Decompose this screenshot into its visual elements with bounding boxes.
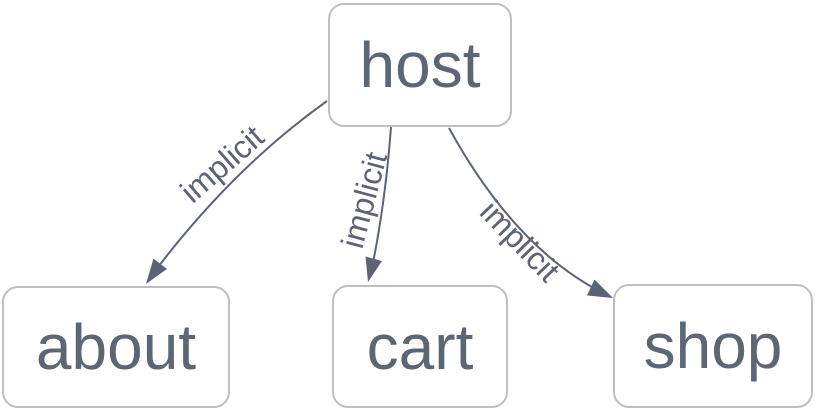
node-about-label: about: [35, 311, 197, 383]
node-host-label: host: [359, 29, 481, 101]
edge-label-host-cart: implicit: [334, 148, 394, 252]
node-cart[interactable]: cart: [332, 285, 508, 408]
arrowhead-icon: [365, 256, 382, 282]
node-shop[interactable]: shop: [613, 284, 813, 408]
arrowhead-icon: [587, 279, 613, 298]
node-host[interactable]: host: [328, 3, 512, 127]
edge-label-host-shop: implicit: [473, 193, 567, 288]
arrowhead-icon: [146, 258, 167, 284]
node-about[interactable]: about: [2, 286, 230, 408]
edge-host-shop: [448, 127, 610, 297]
node-shop-label: shop: [643, 310, 783, 382]
edge-label-host-about: implicit: [173, 118, 270, 209]
edge-host-about: [148, 100, 328, 280]
node-cart-label: cart: [366, 310, 474, 383]
